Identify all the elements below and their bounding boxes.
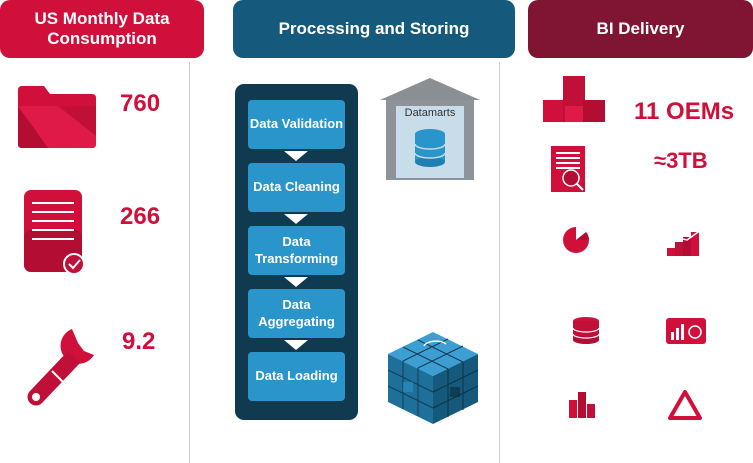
step-data-aggregating: Data Aggregating — [248, 289, 345, 338]
warehouse-icon — [380, 78, 480, 180]
report-search-icon — [551, 146, 585, 192]
folder-icon — [18, 86, 96, 148]
growth-chart-icon — [667, 229, 702, 256]
pie-chart-icon — [563, 227, 589, 253]
datamarts-label: Datamarts — [404, 107, 456, 119]
stat-value-2: 266 — [120, 203, 161, 230]
header-bi-delivery: BI Delivery — [528, 0, 753, 58]
step-data-validation: Data Validation — [248, 100, 345, 149]
stat-value-1: 760 — [120, 90, 161, 117]
wrench-icon — [27, 329, 94, 406]
bar-chart-icon — [569, 392, 595, 418]
step-arrow-2 — [284, 214, 308, 224]
stat-data-size: ≈3TB — [654, 148, 708, 173]
header-processing-and-storing: Processing and Storing — [233, 0, 515, 58]
step-data-transforming: Data Transforming — [248, 226, 345, 275]
document-check-icon — [24, 190, 85, 275]
stat-value-3: 9.2 — [122, 328, 156, 355]
triangle-icon — [668, 390, 702, 420]
step-arrow-1 — [284, 151, 308, 161]
data-cube-icon — [388, 332, 478, 424]
step-arrow-3 — [284, 277, 308, 287]
stat-oems: 11 OEMs — [634, 98, 735, 125]
puzzle-icon — [543, 76, 605, 122]
step-data-loading: Data Loading — [248, 352, 345, 401]
step-arrow-4 — [284, 340, 308, 350]
header-us-monthly-data-consumption: US Monthly Data Consumption — [0, 0, 204, 58]
column-divider-right — [499, 62, 500, 463]
column-divider-left — [189, 62, 190, 463]
header-right-label: BI Delivery — [596, 18, 685, 38]
dashboard-icon — [666, 318, 706, 344]
database-icon — [572, 317, 600, 344]
step-data-cleaning: Data Cleaning — [248, 163, 345, 212]
header-middle-label: Processing and Storing — [278, 18, 470, 38]
header-left-label: US Monthly Data Consumption — [34, 8, 170, 48]
